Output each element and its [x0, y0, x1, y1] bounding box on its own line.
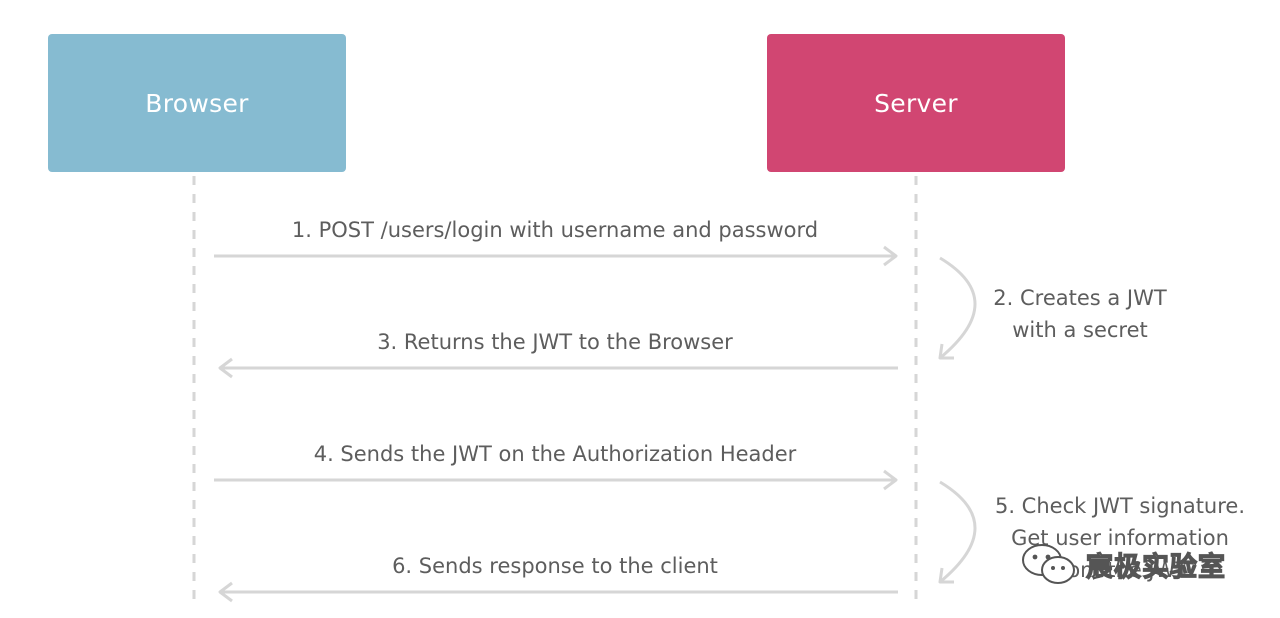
- self-call-curve-5: [938, 480, 977, 584]
- note-2-line-2: with a secret: [1012, 318, 1148, 342]
- browser-actor-label: Browser: [145, 88, 249, 118]
- watermark: 宸极实验室: [1020, 542, 1226, 586]
- self-call-curve-2: [938, 256, 977, 360]
- server-actor-label: Server: [874, 88, 958, 118]
- message-3-arrow: [218, 357, 898, 379]
- message-4-arrow: [214, 469, 898, 491]
- note-2-line-1: 2. Creates a JWT: [993, 286, 1167, 310]
- message-1-label: 1. POST /users/login with username and p…: [291, 218, 819, 242]
- message-1-arrow: [214, 245, 898, 267]
- note-5-line-1: 5. Check JWT signature.: [994, 494, 1246, 518]
- note-2: 2. Creates a JWT with a secret: [985, 282, 1175, 346]
- server-actor-box: Server: [767, 34, 1065, 172]
- message-3-label: 3. Returns the JWT to the Browser: [377, 330, 733, 354]
- message-6-label: 6. Sends response to the client: [392, 554, 718, 578]
- message-4-label: 4. Sends the JWT on the Authorization He…: [313, 442, 797, 466]
- message-6-arrow: [218, 581, 898, 603]
- watermark-text: 宸极实验室: [1085, 551, 1226, 583]
- browser-actor-box: Browser: [48, 34, 346, 172]
- wechat-icon: [1022, 544, 1075, 584]
